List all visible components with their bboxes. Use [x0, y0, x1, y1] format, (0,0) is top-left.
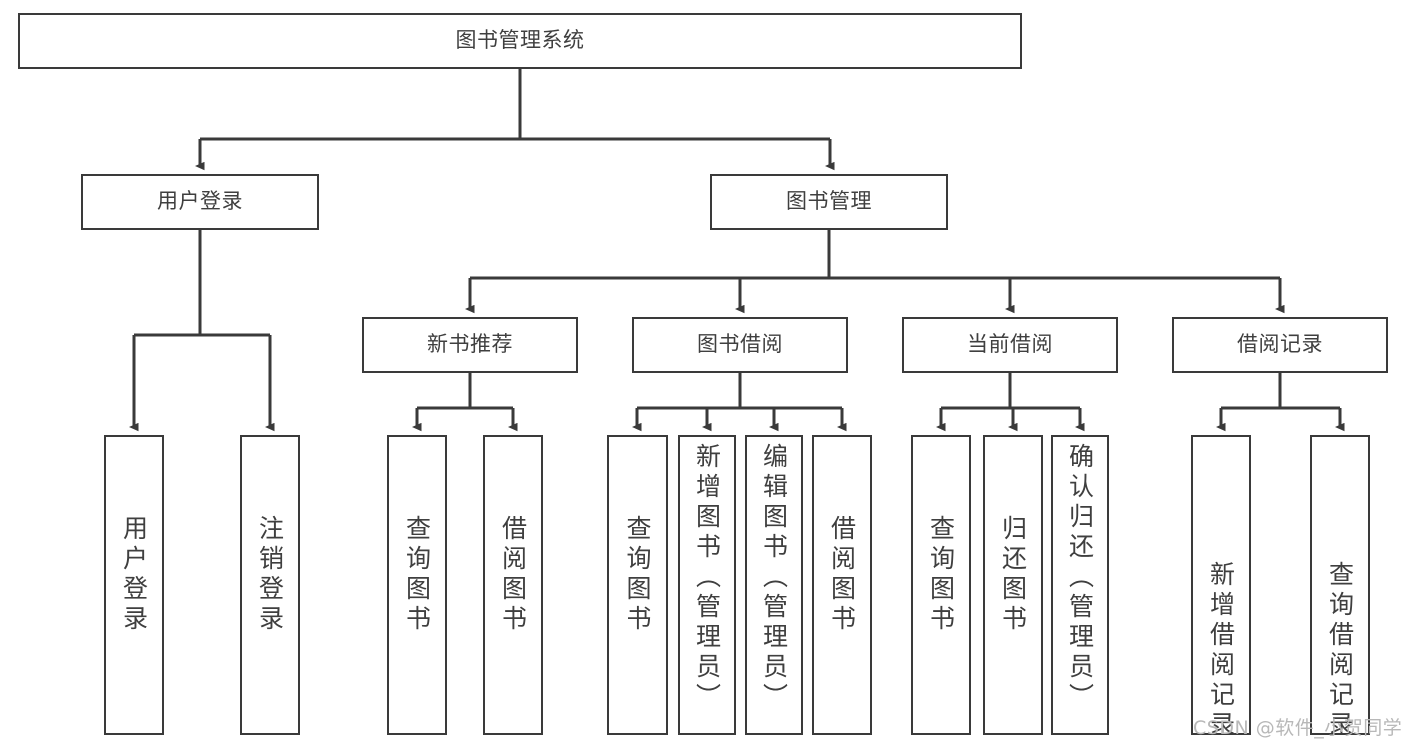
- node-leaf-query-record[interactable]: 查询借阅记录: [1310, 435, 1370, 735]
- node-root-label: 图书管理系统: [455, 28, 585, 53]
- node-leaf-confirm-return[interactable]: 确认归还（管理员）: [1051, 435, 1109, 735]
- node-new-book-recommend[interactable]: 新书推荐: [362, 317, 578, 373]
- node-leaf-borrow-book-1-label: 借阅图书: [498, 515, 528, 635]
- node-user-login[interactable]: 用户登录: [81, 174, 319, 230]
- node-leaf-query-book-3-label: 查询图书: [926, 515, 956, 635]
- node-leaf-edit-book-label: 编辑图书（管理员）: [759, 443, 789, 713]
- node-leaf-add-book-label: 新增图书（管理员）: [692, 443, 722, 713]
- node-book-manage-label: 图书管理: [786, 189, 872, 214]
- node-borrow-record[interactable]: 借阅记录: [1172, 317, 1388, 373]
- node-new-book-recommend-label: 新书推荐: [427, 332, 513, 357]
- node-leaf-borrow-book-1[interactable]: 借阅图书: [483, 435, 543, 735]
- node-book-borrow-label: 图书借阅: [697, 332, 783, 357]
- node-leaf-add-record-label: 新增借阅记录: [1206, 561, 1236, 735]
- node-leaf-query-book-3[interactable]: 查询图书: [911, 435, 971, 735]
- node-leaf-query-book-1-label: 查询图书: [402, 515, 432, 635]
- node-current-borrow-label: 当前借阅: [967, 332, 1053, 357]
- node-leaf-user-login[interactable]: 用户登录: [104, 435, 164, 735]
- node-leaf-query-book-1[interactable]: 查询图书: [387, 435, 447, 735]
- node-leaf-user-logout[interactable]: 注销登录: [240, 435, 300, 735]
- node-book-manage[interactable]: 图书管理: [710, 174, 948, 230]
- node-book-borrow[interactable]: 图书借阅: [632, 317, 848, 373]
- node-leaf-borrow-book-2[interactable]: 借阅图书: [812, 435, 872, 735]
- node-leaf-add-book[interactable]: 新增图书（管理员）: [678, 435, 736, 735]
- node-leaf-borrow-book-2-label: 借阅图书: [827, 515, 857, 635]
- node-leaf-return-book-label: 归还图书: [998, 515, 1028, 635]
- node-leaf-query-record-label: 查询借阅记录: [1325, 561, 1355, 735]
- node-borrow-record-label: 借阅记录: [1237, 332, 1323, 357]
- node-leaf-add-record[interactable]: 新增借阅记录: [1191, 435, 1251, 735]
- node-leaf-query-book-2-label: 查询图书: [623, 515, 652, 635]
- node-leaf-edit-book[interactable]: 编辑图书（管理员）: [745, 435, 803, 735]
- node-user-login-label: 用户登录: [157, 189, 243, 214]
- node-leaf-user-login-label: 用户登录: [119, 515, 149, 635]
- csdn-watermark: CSDN @软件_小贺同学: [1193, 717, 1403, 739]
- node-leaf-query-book-2[interactable]: 查询图书: [607, 435, 668, 735]
- node-leaf-return-book[interactable]: 归还图书: [983, 435, 1043, 735]
- node-leaf-confirm-return-label: 确认归还（管理员）: [1065, 443, 1095, 713]
- node-leaf-user-logout-label: 注销登录: [255, 515, 285, 635]
- node-root[interactable]: 图书管理系统: [18, 13, 1022, 69]
- node-current-borrow[interactable]: 当前借阅: [902, 317, 1118, 373]
